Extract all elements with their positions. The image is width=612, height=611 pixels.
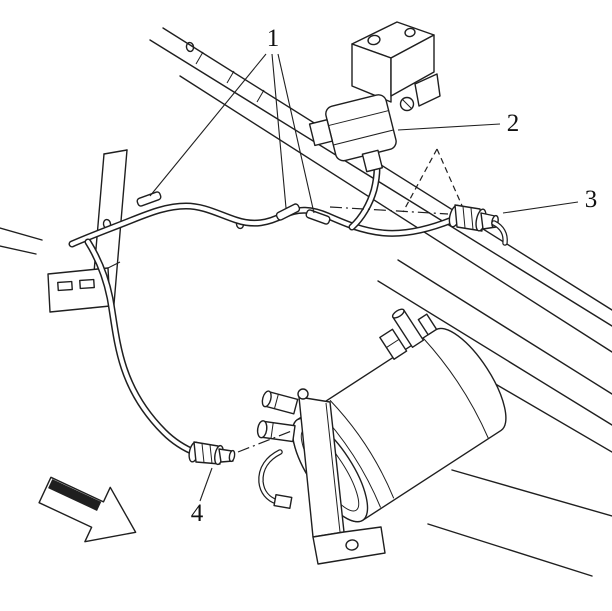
hose-clip: [305, 209, 331, 225]
bolt-icon: [297, 388, 309, 400]
evap-canister: [291, 308, 507, 523]
hose-end-fitting: [188, 429, 295, 466]
hose-clip: [275, 203, 301, 221]
callout-1-label: 1: [267, 25, 280, 52]
left-frame-member: [0, 149, 245, 317]
callout-1: 1: [149, 25, 315, 214]
callout-2: 2: [397, 110, 520, 137]
canister-bracket: [297, 388, 386, 565]
vapor-hose-canister-branch: [84, 238, 200, 457]
vapor-hose-solenoid-branch: [348, 164, 381, 231]
hose-clip: [136, 191, 162, 207]
callout-2-label: 2: [507, 110, 520, 137]
quick-connect-fitting: [329, 148, 508, 246]
callout-4: 4: [191, 467, 213, 527]
solenoid-valve-assembly: [308, 21, 441, 173]
front-direction-arrow: [38, 476, 137, 543]
callout-3-label: 3: [585, 186, 598, 213]
callout-3: 3: [502, 186, 598, 214]
frame-rail-lower: [377, 259, 612, 577]
canister-side-ports: [256, 390, 299, 509]
left-frame-bracket: [47, 261, 121, 313]
callout-4-label: 4: [191, 500, 204, 527]
frame-crossmember-upper: [149, 27, 612, 353]
